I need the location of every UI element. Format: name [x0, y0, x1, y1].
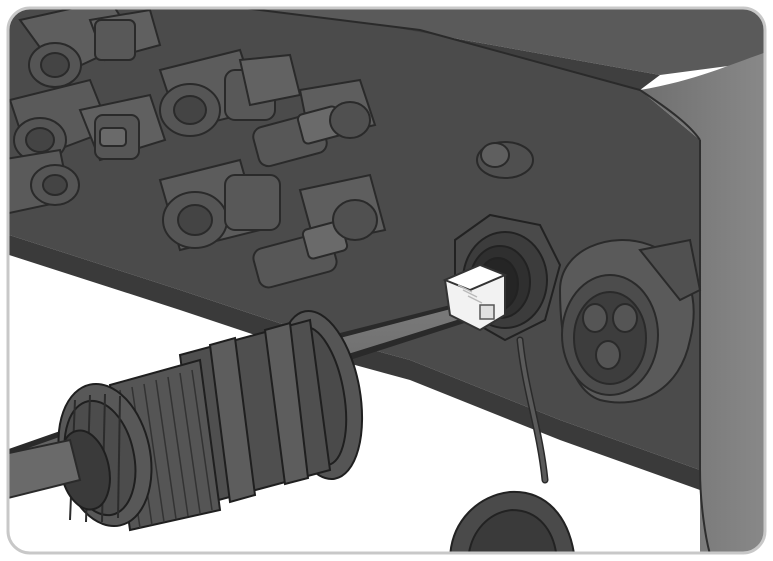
- cable-exit: [8, 438, 82, 502]
- network-cable-with-gland: [57, 310, 364, 532]
- housing-side-panel: [640, 50, 765, 553]
- rj45-plug: [442, 263, 508, 332]
- ventilation-valve: [476, 141, 534, 179]
- round-ac-connector: [558, 238, 702, 404]
- frame-border: [6, 6, 767, 555]
- dc-connectors: [8, 8, 387, 289]
- protective-cap: [448, 490, 577, 553]
- housing-top: [150, 8, 765, 75]
